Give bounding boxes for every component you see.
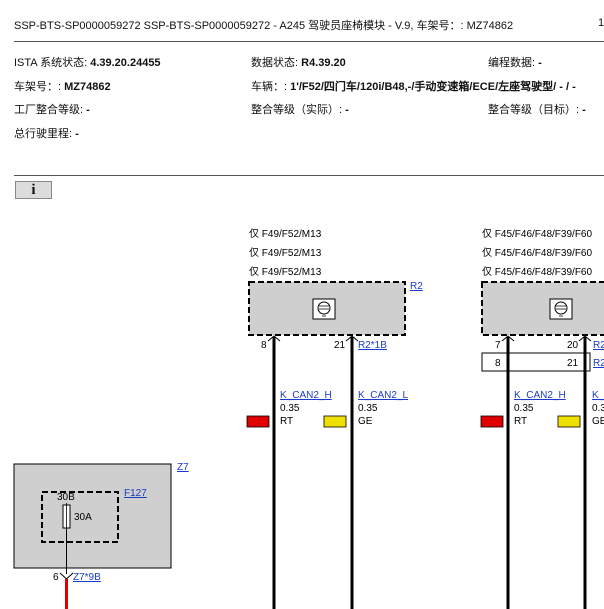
- pin-label-20: 20: [567, 340, 579, 351]
- integration-level-target: 整合等级（目标）: -: [488, 104, 586, 116]
- alt-pin-label-8: 8: [495, 358, 501, 369]
- pin-label-7: 7: [495, 340, 501, 351]
- wire-size-k-can2-h-right: 0.35: [514, 403, 534, 414]
- info-divider: [14, 175, 604, 176]
- variant-label-left-1: 仅 F49/F52/M13: [249, 228, 322, 240]
- r2-link[interactable]: R2: [410, 281, 423, 292]
- variant-label-left-2: 仅 F49/F52/M13: [249, 247, 322, 259]
- z7-pin-label: 6: [53, 572, 59, 583]
- data-status: 数据状态: R4.39.20: [251, 57, 346, 69]
- r2-module-right: [481, 281, 604, 336]
- alt-pin-label-21: 21: [567, 358, 579, 369]
- fuse-box: [41, 491, 119, 543]
- z7-module: [13, 463, 172, 569]
- wire-name-k-can2-h-left[interactable]: K_CAN2_H: [280, 390, 332, 401]
- z7-connector-link[interactable]: Z7*9B: [73, 572, 101, 583]
- wire-color-k-can2-l-right: GE: [592, 416, 604, 427]
- fuse-f127-link[interactable]: F127: [124, 488, 147, 499]
- pin-label-8: 8: [261, 340, 267, 351]
- integration-level-actual: 整合等级（实际）: -: [251, 104, 349, 116]
- factory-integration-level: 工厂整合等级: -: [14, 104, 90, 116]
- document-title: SSP-BTS-SP0000059272 SSP-BTS-SP000005927…: [14, 20, 514, 32]
- total-mileage: 总行驶里程: -: [14, 128, 79, 140]
- r2-right-connector-link[interactable]: R2: [593, 340, 604, 351]
- variant-label-right-1: 仅 F45/F46/F48/F39/F60: [482, 228, 592, 240]
- info-button[interactable]: i: [15, 181, 52, 199]
- wire-color-swatch-yellow-left: [323, 415, 347, 428]
- wire-color-swatch-red-right: [480, 415, 504, 428]
- vin: 车架号：: MZ74862: [14, 81, 111, 93]
- r2-right-alt-connector-link[interactable]: R2: [593, 358, 604, 369]
- wire-color-k-can2-h-right: RT: [514, 416, 527, 427]
- wire-color-k-can2-l-left: GE: [358, 416, 373, 427]
- info-icon: i: [31, 181, 36, 198]
- header-divider: [14, 41, 604, 42]
- wire-color-k-can2-h-left: RT: [280, 416, 293, 427]
- module-symbol-icon: [549, 298, 573, 320]
- wire-name-k-can2-h-right[interactable]: K_CAN2_H: [514, 390, 566, 401]
- wire-color-swatch-yellow-right: [557, 415, 581, 428]
- module-symbol-icon: [312, 298, 336, 320]
- fuse-terminal-label: 30B: [57, 492, 75, 503]
- wire-size-k-can2-l-left: 0.35: [358, 403, 378, 414]
- wire-name-k-can2-l-left[interactable]: K_CAN2_L: [358, 390, 408, 401]
- ista-status: ISTA 系统状态: 4.39.20.24455: [14, 57, 161, 69]
- wire-color-swatch-red-left: [246, 415, 270, 428]
- pin-label-21: 21: [334, 340, 346, 351]
- wire-name-k-can2-l-right[interactable]: K_: [592, 390, 604, 401]
- programming-data: 编程数据: -: [488, 57, 542, 69]
- wire-size-k-can2-h-left: 0.35: [280, 403, 300, 414]
- z7-link[interactable]: Z7: [177, 462, 189, 473]
- variant-label-right-3: 仅 F45/F46/F48/F39/F60: [482, 266, 592, 278]
- fuse-rating-label: 30A: [74, 512, 92, 523]
- r2-connector-link[interactable]: R2*1B: [358, 340, 387, 351]
- wire-size-k-can2-l-right: 0.3: [592, 403, 604, 414]
- variant-label-left-3: 仅 F49/F52/M13: [249, 266, 322, 278]
- variant-label-right-2: 仅 F45/F46/F48/F39/F60: [482, 247, 592, 259]
- page-number: 1: [598, 17, 604, 29]
- vehicle: 车辆：: 1'/F52/四门车/120i/B48,-/手动变速箱/ECE/左座驾…: [251, 81, 576, 93]
